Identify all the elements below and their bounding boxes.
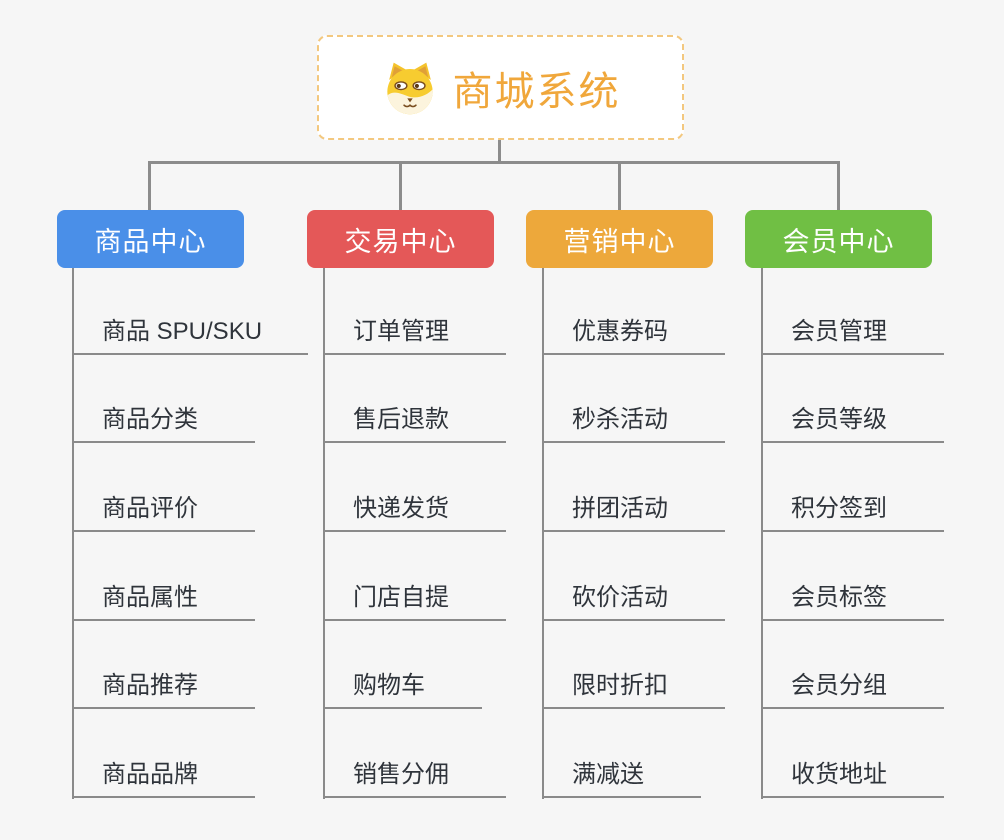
branch-children-marketing-center: 优惠券码 秒杀活动 拼团活动 砍价活动 限时折扣 满减送	[542, 266, 725, 799]
leaf-label: 订单管理	[353, 317, 449, 345]
branch-node-trade-center[interactable]: 交易中心	[307, 210, 494, 268]
branch-node-product-center[interactable]: 商品中心	[57, 210, 244, 268]
leaf-label: 会员管理	[791, 317, 887, 345]
leaf-node[interactable]: 限时折扣	[542, 621, 725, 710]
leaf-node[interactable]: 商品分类	[72, 355, 255, 444]
leaf-node[interactable]: 收货地址	[761, 709, 944, 799]
branch-spine-line	[542, 268, 544, 799]
leaf-label: 商品品牌	[102, 761, 198, 789]
branch-children-member-center: 会员管理 会员等级 积分签到 会员标签 会员分组 收货地址	[761, 266, 944, 799]
branch-node-member-center[interactable]: 会员中心	[745, 210, 932, 268]
leaf-label: 快递发货	[353, 495, 449, 523]
connector-line	[618, 161, 621, 211]
leaf-node[interactable]: 秒杀活动	[542, 355, 725, 444]
leaf-node[interactable]: 商品品牌	[72, 709, 255, 799]
leaf-node[interactable]: 拼团活动	[542, 443, 725, 533]
leaf-node[interactable]: 会员管理	[761, 266, 944, 355]
leaf-label: 会员分组	[791, 672, 887, 700]
connector-line	[837, 161, 840, 211]
leaf-node[interactable]: 砍价活动	[542, 532, 725, 621]
branch-children-trade-center: 订单管理 售后退款 快递发货 门店自提 购物车 销售分佣	[323, 266, 506, 799]
leaf-label: 门店自提	[353, 583, 449, 611]
leaf-label: 优惠券码	[572, 317, 668, 345]
leaf-label: 商品推荐	[102, 672, 198, 700]
branch-spine-line	[323, 268, 325, 799]
leaf-node[interactable]: 快递发货	[323, 443, 506, 533]
leaf-label: 限时折扣	[572, 672, 668, 700]
leaf-node[interactable]: 销售分佣	[323, 709, 506, 799]
leaf-node[interactable]: 会员标签	[761, 532, 944, 621]
leaf-label: 商品评价	[102, 495, 198, 523]
leaf-node[interactable]: 购物车	[323, 621, 482, 710]
branch-children-product-center: 商品 SPU/SKU 商品分类 商品评价 商品属性 商品推荐 商品品牌	[72, 266, 308, 799]
leaf-node[interactable]: 积分签到	[761, 443, 944, 533]
leaf-label: 购物车	[353, 672, 425, 700]
connector-line	[149, 161, 840, 164]
connector-line	[498, 139, 501, 164]
leaf-label: 会员标签	[791, 583, 887, 611]
leaf-label: 砍价活动	[572, 583, 668, 611]
leaf-node[interactable]: 会员等级	[761, 355, 944, 444]
leaf-label: 会员等级	[791, 406, 887, 434]
root-node[interactable]: 商城系统	[317, 35, 684, 140]
leaf-label: 收货地址	[791, 761, 887, 789]
leaf-node[interactable]: 商品 SPU/SKU	[72, 266, 308, 355]
leaf-label: 积分签到	[791, 495, 887, 523]
leaf-label: 拼团活动	[572, 495, 668, 523]
leaf-node[interactable]: 商品属性	[72, 532, 255, 621]
leaf-label: 秒杀活动	[572, 406, 668, 434]
leaf-node[interactable]: 订单管理	[323, 266, 506, 355]
branch-spine-line	[72, 268, 74, 799]
leaf-label: 售后退款	[353, 406, 449, 434]
connector-line	[399, 161, 402, 211]
leaf-node[interactable]: 售后退款	[323, 355, 506, 444]
dog-face-icon	[386, 62, 433, 114]
leaf-node[interactable]: 会员分组	[761, 621, 944, 710]
leaf-node[interactable]: 门店自提	[323, 532, 506, 621]
leaf-node[interactable]: 商品评价	[72, 443, 255, 533]
branch-node-marketing-center[interactable]: 营销中心	[526, 210, 713, 268]
branch-spine-line	[761, 268, 763, 799]
leaf-node[interactable]: 优惠券码	[542, 266, 725, 355]
leaf-label: 销售分佣	[353, 761, 449, 789]
leaf-label: 商品分类	[102, 406, 198, 434]
leaf-label: 满减送	[572, 761, 644, 789]
leaf-node[interactable]: 满减送	[542, 709, 701, 799]
leaf-node[interactable]: 商品推荐	[72, 621, 255, 710]
root-title: 商城系统	[452, 69, 621, 114]
connector-line	[148, 161, 151, 211]
leaf-label: 商品 SPU/SKU	[102, 317, 263, 345]
leaf-label: 商品属性	[102, 583, 198, 611]
